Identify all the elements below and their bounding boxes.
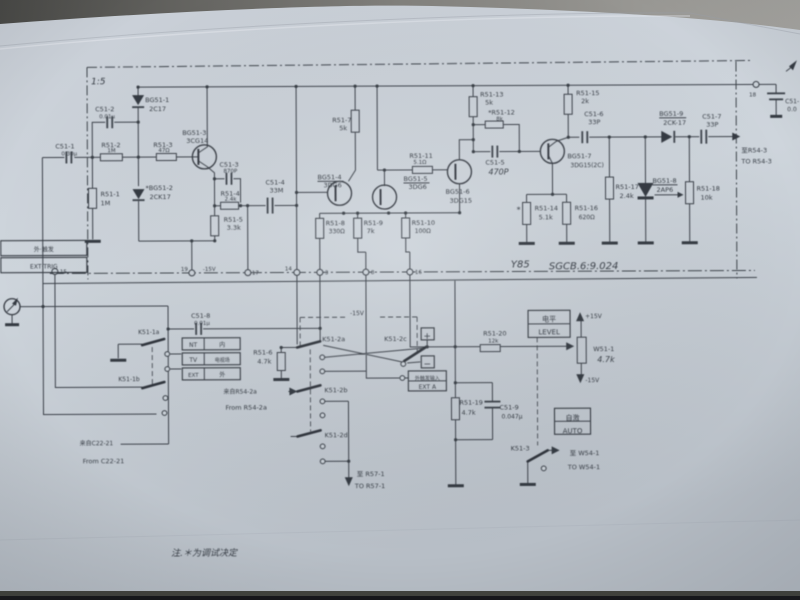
schematic-photo: 1:5 Y85 SGCB.6:9.024 注.＊为调试决定 C51-10.30μ… bbox=[0, 0, 800, 600]
photo-vignette bbox=[0, 0, 800, 600]
